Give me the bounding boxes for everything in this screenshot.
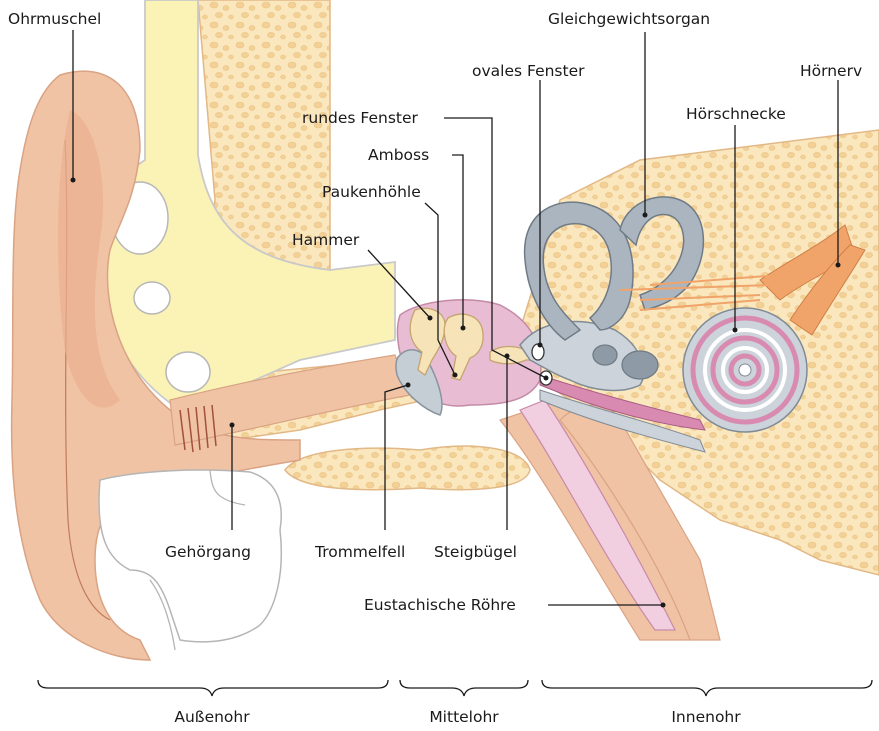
- lower-bone: [285, 446, 530, 490]
- ampulla: [622, 351, 658, 379]
- bracket-aussenohr: [38, 680, 388, 696]
- label-hammer: Hammer: [292, 231, 360, 249]
- section-innenohr: Innenohr: [671, 708, 741, 726]
- label-hoerschnecke: Hörschnecke: [686, 105, 786, 123]
- label-paukenhoehle: Paukenhöhle: [322, 183, 421, 201]
- cochlea: [683, 308, 807, 432]
- label-gehoergang: Gehörgang: [165, 543, 251, 561]
- label-gleichgewichtsorgan: Gleichgewichtsorgan: [548, 10, 710, 28]
- label-hoernerv: Hörnerv: [800, 62, 862, 80]
- label-rundes-fenster: rundes Fenster: [302, 109, 419, 127]
- label-eustachische-roehre: Eustachische Röhre: [364, 596, 516, 614]
- bracket-mittelohr: [400, 680, 528, 696]
- label-ohrmuschel: Ohrmuschel: [8, 10, 101, 28]
- label-ovales-fenster: ovales Fenster: [472, 62, 585, 80]
- section-aussenohr: Außenohr: [174, 708, 250, 726]
- cartilage-hole-2: [134, 282, 170, 314]
- label-trommelfell: Trommelfell: [314, 543, 405, 561]
- label-amboss: Amboss: [368, 146, 429, 164]
- section-mittelohr: Mittelohr: [429, 708, 499, 726]
- cartilage-hole-3: [166, 352, 210, 392]
- label-steigbuegel: Steigbügel: [434, 543, 517, 561]
- bracket-innenohr: [542, 680, 872, 696]
